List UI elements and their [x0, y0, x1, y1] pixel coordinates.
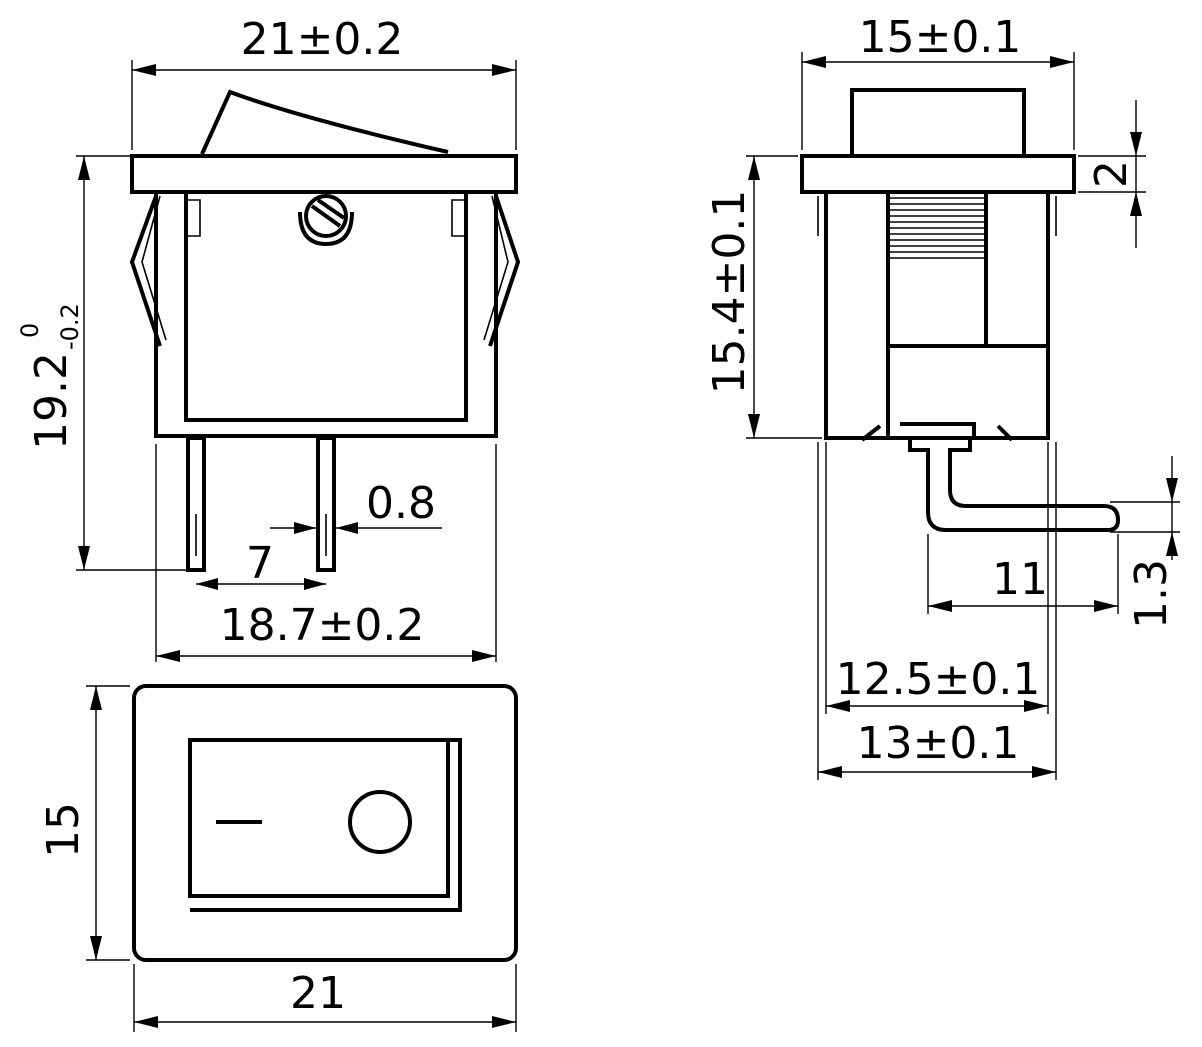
clip-left — [129, 195, 162, 347]
outer-width-label: 13±0.1 — [857, 718, 1020, 769]
top-dimensions: 15 21 — [38, 685, 517, 1032]
front-height-sup: 0 — [16, 323, 44, 338]
front-height-label: 19.2 — [26, 352, 77, 450]
top-bezel — [132, 684, 518, 962]
side-center-column — [886, 192, 988, 438]
front-tab-left — [186, 199, 201, 237]
side-view — [800, 88, 1121, 532]
side-rocker — [850, 88, 1026, 158]
spring-ribs — [888, 197, 986, 259]
side-dimensions: 15±0.1 2 15.4±0.1 1.3 11 — [704, 12, 1180, 780]
side-body — [824, 192, 1050, 440]
pin-thickness-label: 0.8 — [366, 478, 436, 529]
front-flange — [130, 154, 518, 194]
front-view — [129, 89, 521, 572]
pin-right — [316, 436, 336, 572]
pin-spacing-label: 7 — [246, 538, 274, 589]
inner-width-label: 12.5±0.1 — [836, 654, 1041, 705]
top-rocker-shadow — [190, 738, 462, 912]
top-rocker — [188, 738, 450, 898]
front-dimensions: 21±0.2 19.2 0 -0.2 0.8 7 18.7±0.2 — [16, 14, 517, 662]
terminal-length-label: 11 — [992, 554, 1048, 605]
top-width-label: 21 — [290, 968, 346, 1019]
top-height-label: 15 — [38, 802, 89, 858]
front-width-label: 21±0.2 — [241, 14, 404, 65]
screw-arc — [298, 211, 354, 247]
off-symbol-icon — [348, 790, 412, 854]
top-view — [132, 684, 518, 962]
terminal-offset-label: 1.3 — [1126, 559, 1177, 629]
front-tab-right — [451, 199, 466, 237]
rocker — [200, 89, 449, 155]
front-bottom-width-label: 18.7±0.2 — [220, 600, 425, 651]
pin-left — [186, 436, 206, 572]
flange-thickness-label: 2 — [1086, 160, 1137, 188]
side-flange — [800, 154, 1076, 194]
front-body-window — [184, 192, 468, 422]
side-top-width-label: 15±0.1 — [859, 12, 1022, 63]
clip-right — [488, 195, 521, 347]
front-height-sub: -0.2 — [56, 303, 84, 350]
side-terminal — [908, 438, 1121, 532]
side-body-height-label: 15.4±0.1 — [704, 190, 755, 395]
